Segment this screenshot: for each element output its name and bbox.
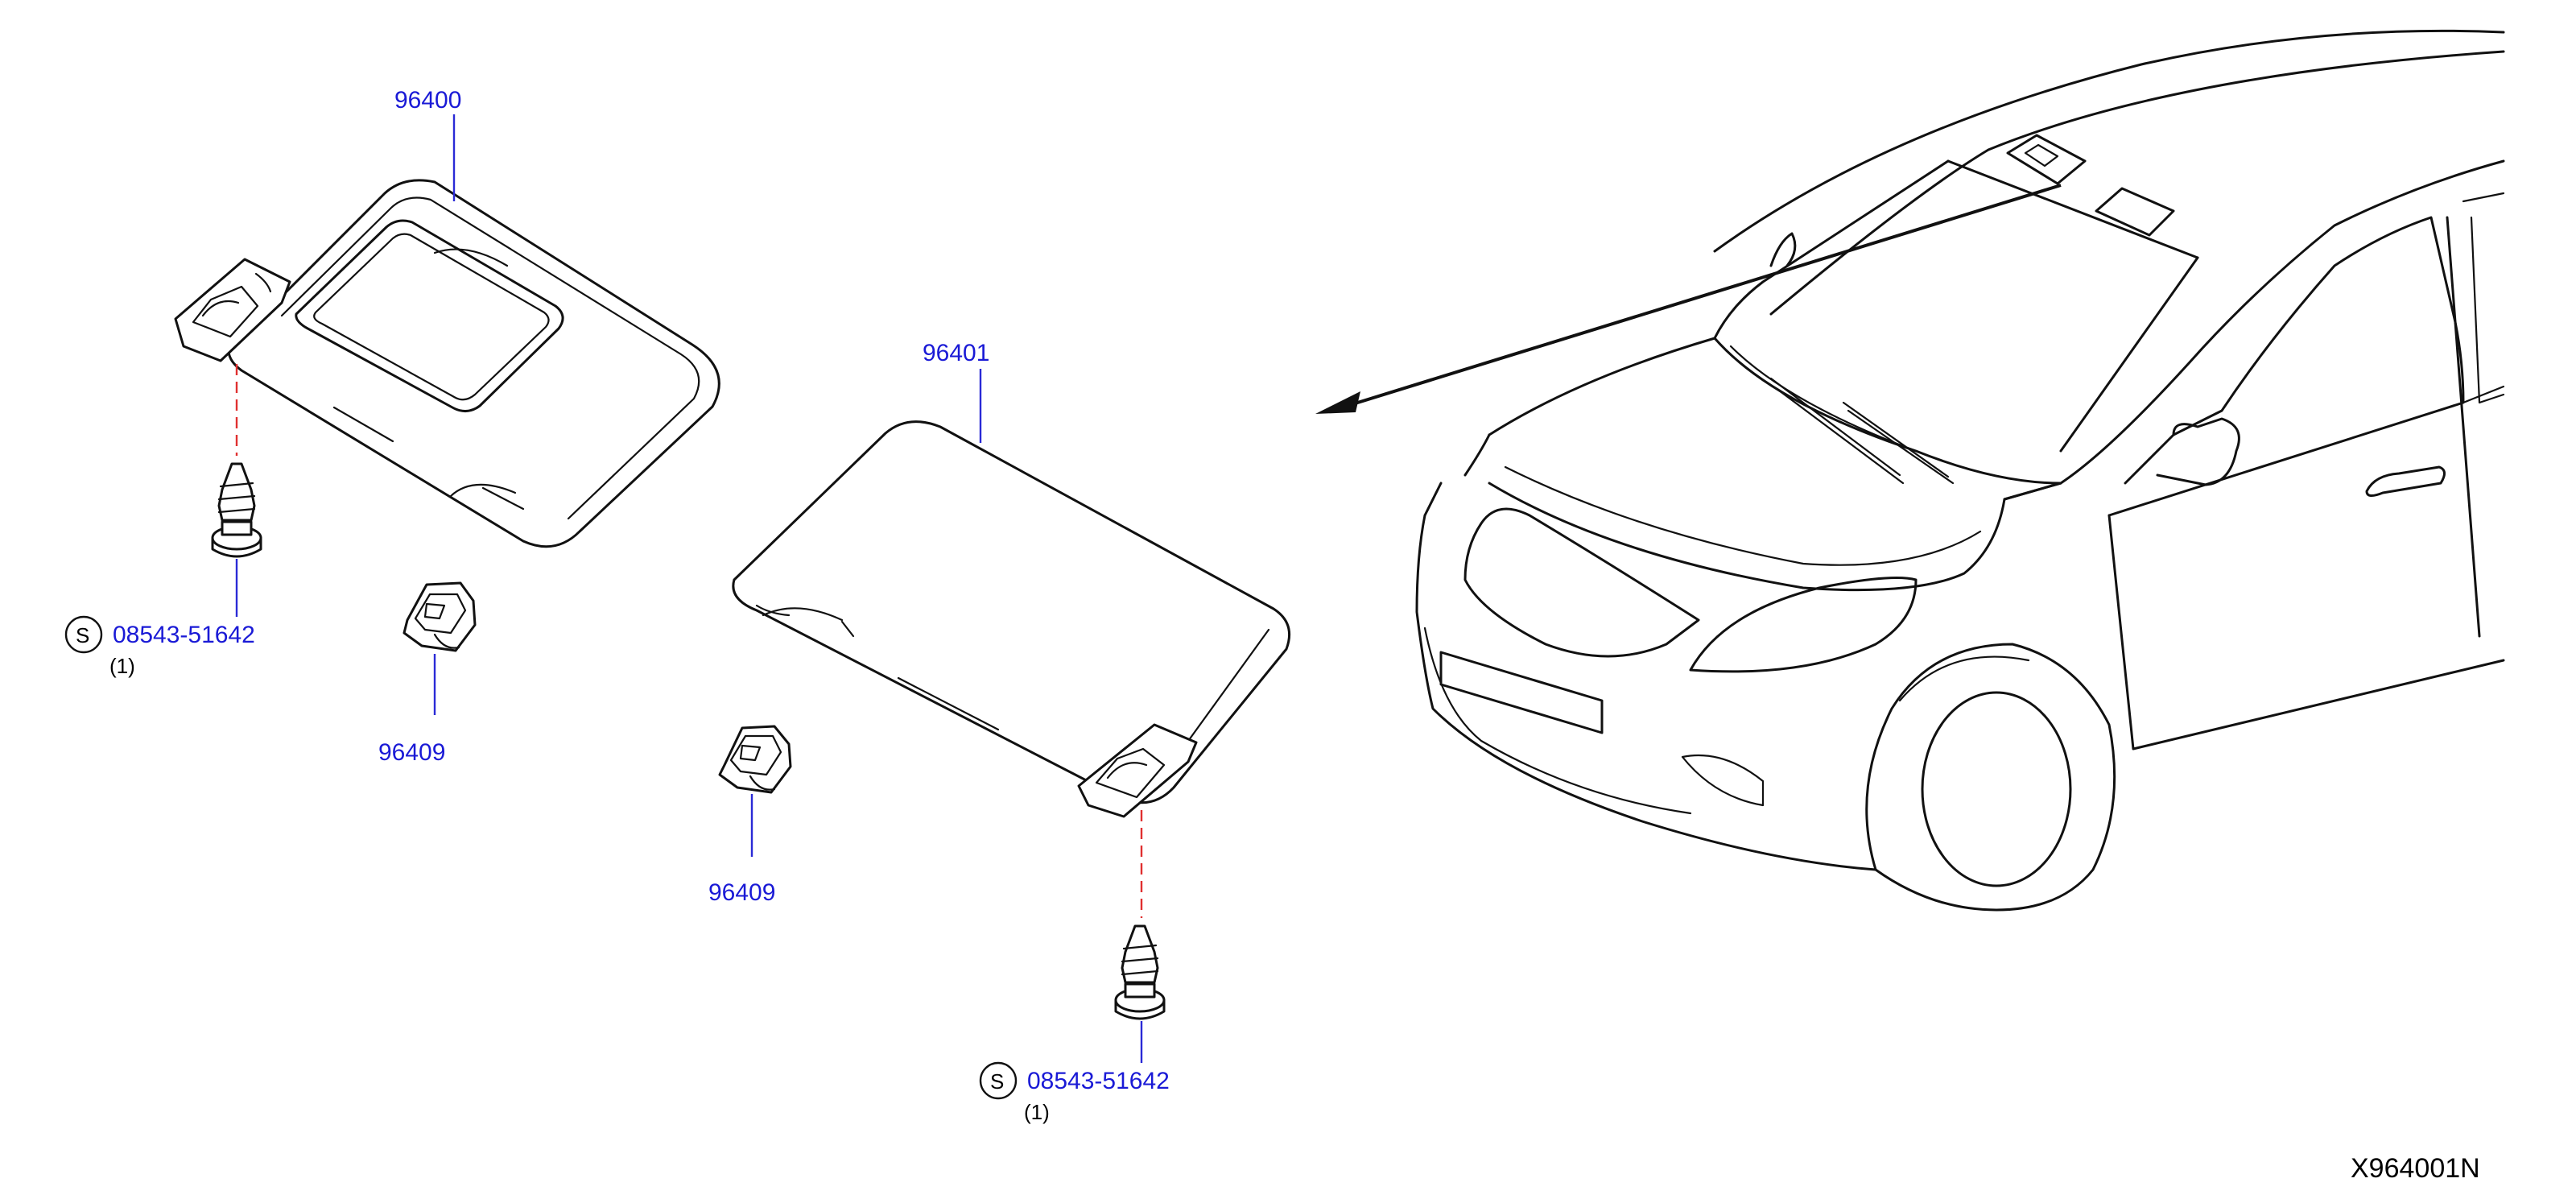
callout-96400[interactable]: 96400 bbox=[394, 87, 461, 114]
callout-96401[interactable]: 96401 bbox=[923, 340, 989, 366]
callout-screw-upper[interactable]: 08543-51642 bbox=[113, 622, 255, 648]
diagram-code: X964001N bbox=[2351, 1153, 2480, 1184]
holder-clip-lower[interactable] bbox=[718, 725, 792, 794]
screw-upper[interactable] bbox=[211, 462, 262, 558]
screw-lower[interactable] bbox=[1114, 924, 1166, 1020]
standard-symbol-upper: S bbox=[64, 615, 103, 654]
callout-screw-lower[interactable]: 08543-51642 bbox=[1027, 1068, 1170, 1094]
sun-visor-left[interactable] bbox=[174, 179, 720, 548]
callout-96409-lower[interactable]: 96409 bbox=[708, 879, 775, 906]
standard-symbol-lower-label: S bbox=[990, 1069, 1004, 1094]
holder-clip-upper[interactable] bbox=[402, 581, 477, 652]
standard-symbol-upper-label: S bbox=[76, 623, 89, 647]
sun-visor-right[interactable] bbox=[732, 420, 1290, 818]
callout-96409-upper[interactable]: 96409 bbox=[378, 739, 445, 766]
standard-symbol-lower: S bbox=[979, 1061, 1018, 1100]
qty-screw-lower: (1) bbox=[1024, 1100, 1050, 1124]
vehicle-illustration bbox=[1315, 29, 2505, 912]
qty-screw-upper: (1) bbox=[109, 654, 135, 678]
